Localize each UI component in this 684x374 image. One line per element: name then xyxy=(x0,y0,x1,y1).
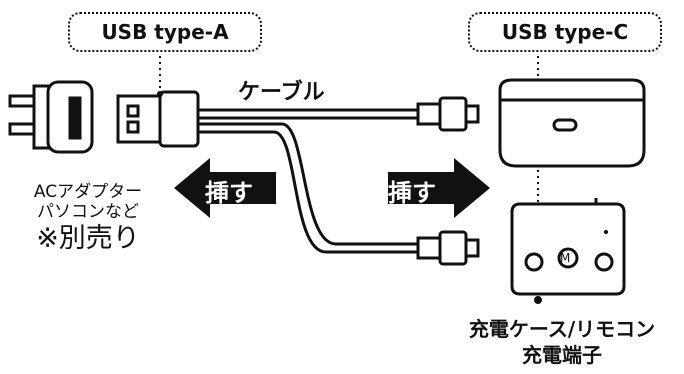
charging-case-icon xyxy=(498,78,646,168)
insert-right-label: 挿す xyxy=(388,179,436,207)
leader-dot-a xyxy=(157,91,163,97)
adapter-note-line1: ACアダプター xyxy=(33,182,143,202)
charging-terminal-line1: 充電ケース/リモコン xyxy=(468,317,656,341)
leader-dot-c xyxy=(534,296,542,304)
usb-c-plug-top-icon xyxy=(416,96,480,132)
ac-adapter-icon xyxy=(8,80,94,154)
remote-button-label: M xyxy=(560,251,571,265)
adapter-note: ACアダプター パソコンなど ※別売り xyxy=(8,182,168,256)
usb-a-plug-icon xyxy=(116,90,200,148)
cable-label: ケーブル xyxy=(238,80,325,105)
insert-left-arrow-icon xyxy=(174,158,276,218)
leader-lines xyxy=(159,50,539,300)
insert-right-arrow-icon xyxy=(388,158,490,218)
charging-terminal-line2: 充電端子 xyxy=(522,343,602,367)
adapter-note-line2: パソコンなど xyxy=(37,202,139,222)
insert-left-label: 挿す xyxy=(205,179,253,207)
usb-c-plug-bottom-icon xyxy=(416,230,480,266)
remote-icon xyxy=(510,198,626,296)
charging-terminal-note: 充電ケース/リモコン 充電端子 xyxy=(440,316,684,368)
usb-type-c-label: USB type-C xyxy=(468,12,662,52)
remote-led-icon xyxy=(604,230,608,234)
adapter-note-line3: ※別売り xyxy=(36,223,140,254)
cable-lines xyxy=(198,108,420,254)
usb-type-a-label: USB type-A xyxy=(68,12,262,52)
